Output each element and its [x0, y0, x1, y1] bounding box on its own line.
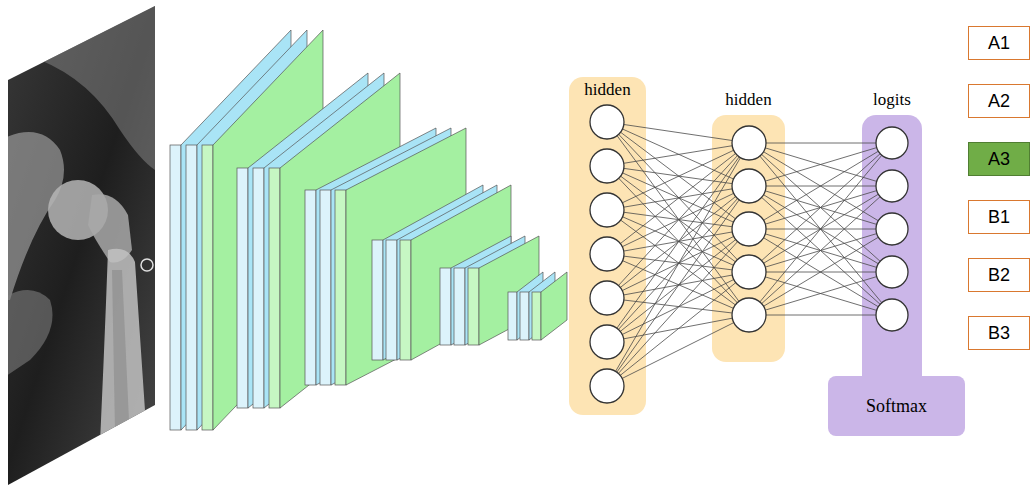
class-label: B1 [988, 207, 1010, 228]
class-label: B2 [988, 265, 1010, 286]
layer-label: hidden [725, 90, 771, 110]
softmax-label: Softmax [866, 396, 927, 417]
class-label: B3 [988, 323, 1010, 344]
class-label: A3 [988, 149, 1010, 170]
class-box: A3 [968, 142, 1030, 176]
layer-label: hidden [569, 77, 646, 100]
neurons [590, 105, 908, 403]
xray-image [0, 0, 160, 490]
class-box: A2 [968, 84, 1030, 118]
cnn-layers [170, 30, 567, 430]
class-box: B2 [968, 258, 1030, 292]
class-label: A2 [988, 91, 1010, 112]
dense-links [607, 122, 892, 386]
class-box: B3 [968, 316, 1030, 350]
class-box: A1 [968, 26, 1030, 60]
layer-label: logits [873, 90, 911, 110]
class-label: A1 [988, 33, 1010, 54]
class-box: B1 [968, 200, 1030, 234]
softmax-box: Softmax [828, 376, 965, 436]
